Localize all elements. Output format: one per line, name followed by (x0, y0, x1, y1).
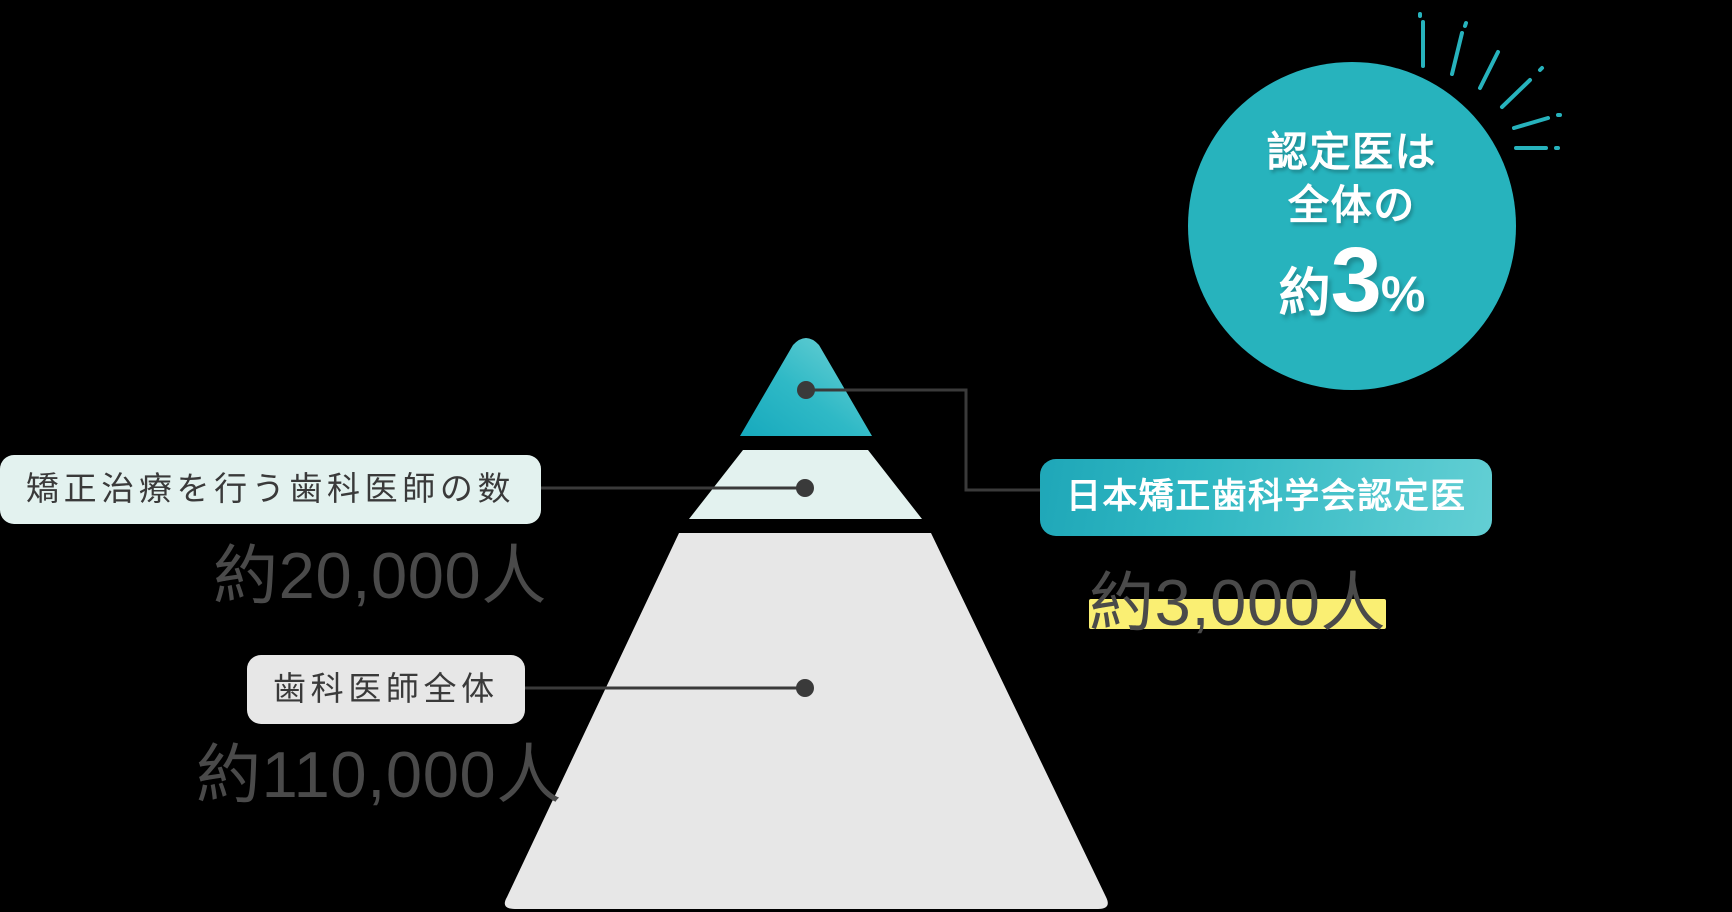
label-pill-middle-text: 矯正治療を行う歯科医師の数 (26, 470, 516, 507)
pyramid-tier-bottom (504, 533, 1108, 909)
label-pill-top-text: 日本矯正歯科学会認定医 (1066, 477, 1467, 516)
yellow-highlight-bar (1089, 599, 1387, 629)
badge-line-1: 認定医は (1266, 129, 1438, 176)
connector-top (797, 381, 1040, 492)
badge-unit: % (1380, 265, 1426, 322)
label-pill-middle-tier: 矯正治療を行う歯科医師の数 (0, 455, 542, 524)
percentage-badge: 認定医は 全体の 約 3 % (1188, 62, 1516, 390)
sparkle-burst-icon (1418, 12, 1562, 150)
count-middle-tier: 約20,000人 (213, 539, 548, 612)
badge-prefix: 約 (1278, 264, 1331, 323)
label-pill-bottom-text: 歯科医師全体 (273, 670, 499, 707)
badge-value: 3 (1330, 228, 1382, 331)
label-pill-top-tier: 日本矯正歯科学会認定医 (1040, 459, 1493, 536)
connector-bottom (497, 679, 814, 697)
badge-line-2: 全体の (1288, 181, 1416, 228)
count-top-tier-wrap: 約3,000人 (1089, 570, 1387, 635)
badge-value-row: 約 3 % (1278, 228, 1426, 331)
count-bottom-tier: 約110,000人 (196, 738, 562, 811)
connector-middle (497, 479, 814, 497)
label-pill-bottom-tier: 歯科医師全体 (247, 655, 525, 724)
count-top-tier: 約3,000人 (1089, 566, 1387, 639)
